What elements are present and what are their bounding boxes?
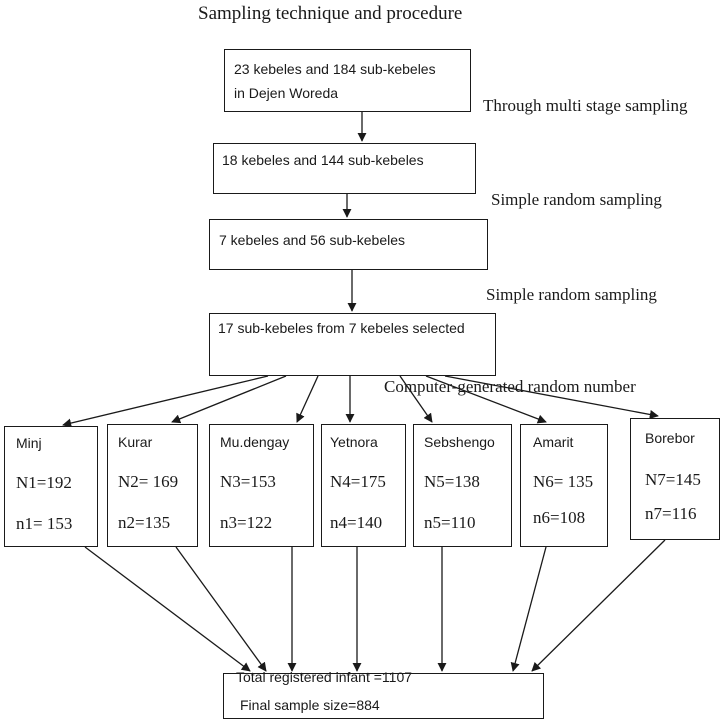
step-text: 17 sub-kebeles from 7 kebeles selected [218, 320, 465, 336]
arrow-to-minj [62, 375, 269, 428]
arrow-to-sebshengo [399, 375, 433, 423]
final-sample-size: Final sample size=884 [240, 697, 380, 713]
kebele-box-sebshengo: Sebshengo N5=138 n5=110 [413, 424, 512, 547]
kebele-sample: n1= 153 [16, 514, 73, 533]
kebele-sample: n7=116 [645, 504, 697, 523]
kebele-name: Amarit [533, 434, 574, 450]
arrow-borebor-result [531, 539, 666, 672]
arrow-kurar-result [175, 546, 267, 672]
kebele-sample: n4=140 [330, 513, 383, 532]
arrow-amarit-result [510, 546, 547, 672]
step-text: 18 kebeles and 144 sub-kebeles [222, 152, 424, 168]
kebele-sample: n5=110 [424, 513, 476, 532]
method-label: Through multi stage sampling [483, 96, 688, 115]
method-label: Computer-generated random number [384, 377, 636, 396]
kebele-population: N4=175 [330, 472, 386, 491]
arrow-to-mudengay [296, 375, 319, 423]
arrow-minj-result [84, 546, 251, 672]
method-label: Simple random sampling [491, 190, 662, 209]
kebele-box-borebor: Borebor N7=145 n7=116 [630, 418, 720, 540]
kebele-population: N5=138 [424, 472, 480, 491]
step-text: 23 kebeles and 184 sub-kebeles [234, 61, 436, 77]
step-text: in Dejen Woreda [234, 85, 339, 101]
total-registered-infant: Total registered infant =1107 [236, 669, 413, 685]
kebele-name: Minj [16, 435, 42, 451]
kebele-sample: n3=122 [220, 513, 273, 532]
arrow-to-kurar [171, 375, 287, 424]
kebele-name: Sebshengo [424, 434, 495, 450]
step-box-18-kebeles: 18 kebeles and 144 sub-kebeles [213, 143, 476, 194]
kebele-name: Borebor [645, 430, 695, 446]
method-label: Simple random sampling [486, 285, 657, 304]
kebele-name: Yetnora [330, 434, 378, 450]
step-box-7-kebeles: 7 kebeles and 56 sub-kebeles [209, 219, 488, 270]
kebele-population: N2= 169 [118, 472, 179, 491]
step-box-woreda: 23 kebeles and 184 sub-kebeles in Dejen … [224, 49, 471, 112]
kebele-sample: n6=108 [533, 508, 586, 527]
step-text: 7 kebeles and 56 sub-kebeles [219, 232, 406, 248]
kebele-box-amarit: Amarit N6= 135 n6=108 [520, 424, 608, 547]
kebele-population: N3=153 [220, 472, 276, 491]
result-box: Total registered infant =1107 Final samp… [223, 669, 544, 719]
kebele-population: N6= 135 [533, 472, 594, 491]
kebele-box-minj: Minj N1=192 n1= 153 [4, 426, 98, 547]
arrow-to-borebor [444, 375, 659, 419]
kebele-name: Kurar [118, 434, 153, 450]
kebele-name: Mu.dengay [220, 434, 290, 450]
kebele-box-kurar: Kurar N2= 169 n2=135 [107, 424, 198, 547]
kebele-population: N1=192 [16, 473, 72, 492]
diagram-title: Sampling technique and procedure [198, 3, 463, 24]
kebele-box-yetnora: Yetnora N4=175 n4=140 [321, 424, 406, 547]
kebele-population: N7=145 [645, 470, 701, 489]
arrow-to-amarit [425, 375, 547, 424]
kebele-box-mudengay: Mu.dengay N3=153 n3=122 [209, 424, 314, 547]
step-box-17-sub-kebeles: 17 sub-kebeles from 7 kebeles selected [209, 313, 496, 376]
kebele-sample: n2=135 [118, 513, 171, 532]
